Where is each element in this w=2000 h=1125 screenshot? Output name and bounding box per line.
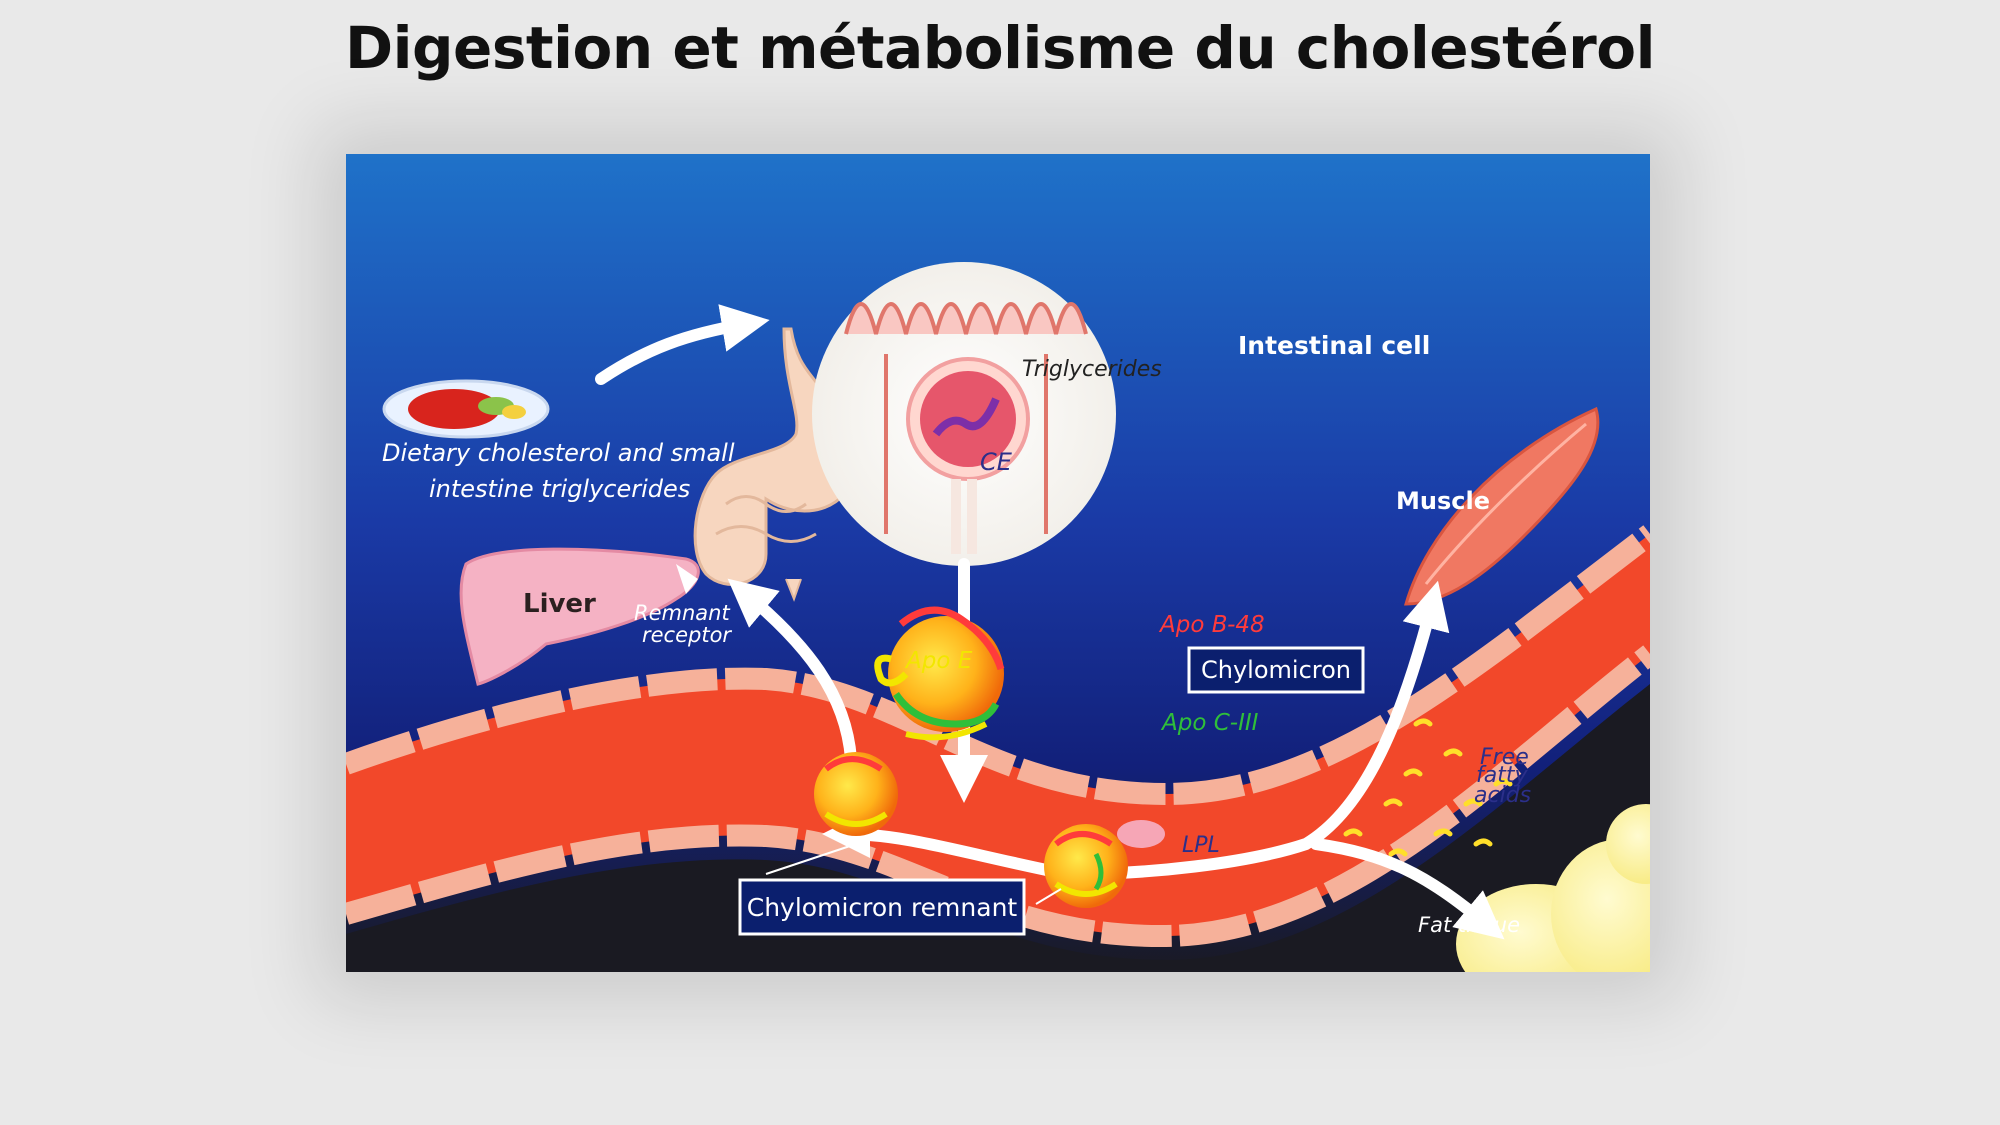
label-muscle: Muscle (1396, 487, 1490, 515)
label-free-fatty-line1: Free (1480, 745, 1529, 770)
intestinal-cell-inset (812, 262, 1116, 566)
arrow-remnant-to-liver (727, 578, 857, 765)
free-fatty-acids (1343, 718, 1513, 857)
label-dietary-line2: intestine triglycerides (429, 475, 690, 503)
remnant-pointer-line-2 (1035, 888, 1062, 905)
label-apo-e: Apo E (904, 648, 973, 674)
label-apo-b48: Apo B-48 (1158, 612, 1265, 638)
label-chylomicron-remnant: Chylomicron remnant (747, 893, 1018, 922)
arrow-to-muscle (1070, 580, 1450, 880)
label-intestinal-cell: Intestinal cell (1238, 331, 1430, 360)
label-free-fatty-line2: fatty (1476, 763, 1528, 788)
label-lpl: LPL (1182, 833, 1220, 858)
chylomicron-remnant-particle (814, 752, 898, 836)
chylomicron-lpl-particle (1044, 824, 1128, 908)
muscle-icon (1404, 406, 1600, 606)
label-apo-c3: Apo C-III (1160, 710, 1259, 736)
label-triglycerides: Triglycerides (1022, 357, 1162, 382)
label-liver: Liver (523, 589, 596, 619)
label-free-fatty-line3: acids (1474, 783, 1531, 808)
diagram-figure: Dietary cholesterol and small intestine … (346, 154, 1650, 972)
arrow-to-remnant (822, 810, 1072, 880)
liver-icon (459, 547, 700, 686)
label-ce: CE (980, 448, 1013, 476)
chylomicron-particle (874, 606, 1005, 741)
remnant-pointer-line (765, 843, 857, 875)
chylomicron-remnant-label-box: Chylomicron remnant (738, 878, 1026, 936)
arrow-food-to-gut (595, 304, 770, 385)
label-dietary-line1: Dietary cholesterol and small (382, 439, 735, 467)
food-plate-icon (382, 379, 550, 439)
label-remnant-receptor-line2: receptor (642, 623, 732, 647)
label-chylomicron: Chylomicron (1201, 656, 1351, 684)
label-remnant-receptor-line1: Remnant (634, 601, 730, 625)
page-title: Digestion et métabolisme du cholestérol (345, 14, 1656, 82)
diagram-canvas: Dietary cholesterol and small intestine … (346, 154, 1650, 972)
arrow-to-fat-tissue (1310, 838, 1505, 940)
lpl-enzyme (1117, 820, 1165, 848)
chylomicron-label-box: Chylomicron (1187, 646, 1365, 694)
label-fat-tissue: Fat tissue (1418, 913, 1520, 937)
